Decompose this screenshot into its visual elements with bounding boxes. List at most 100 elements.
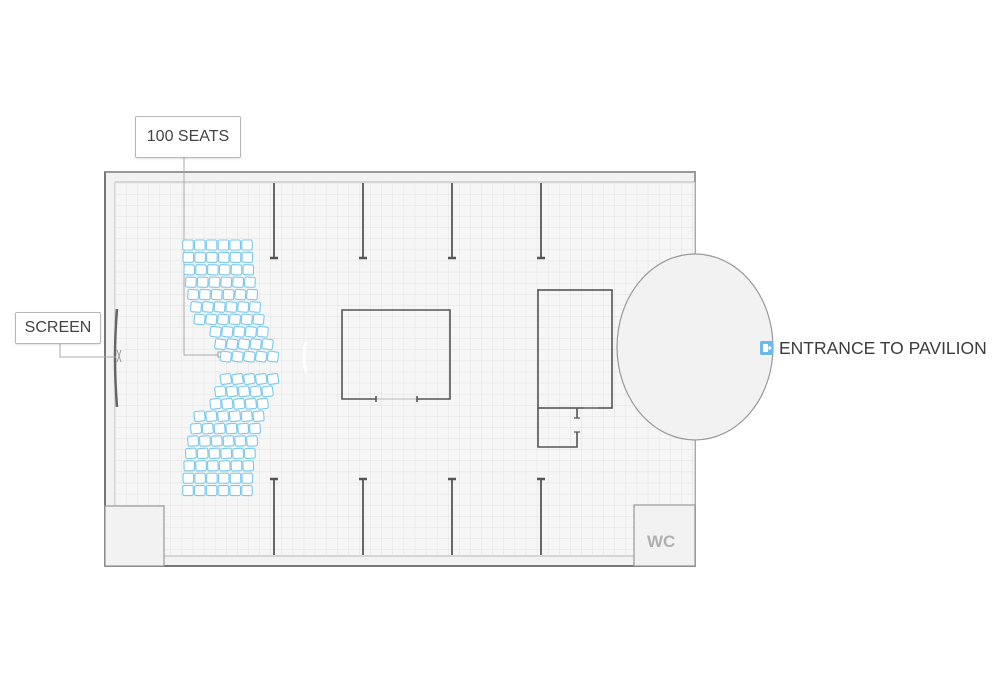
seat[interactable] — [195, 264, 207, 276]
seat[interactable] — [213, 301, 226, 313]
seat[interactable] — [182, 251, 195, 264]
seat[interactable] — [242, 460, 255, 472]
seat[interactable] — [225, 385, 239, 398]
seat[interactable] — [243, 372, 256, 386]
seat[interactable] — [266, 350, 280, 363]
seat[interactable] — [222, 435, 235, 447]
seat[interactable] — [234, 288, 247, 301]
seat[interactable] — [256, 325, 269, 338]
seat[interactable] — [184, 447, 197, 460]
seat[interactable] — [221, 397, 234, 410]
seat[interactable] — [225, 301, 238, 313]
seat[interactable] — [194, 239, 206, 251]
seat[interactable] — [241, 239, 253, 251]
seat[interactable] — [209, 325, 222, 338]
seat[interactable] — [230, 460, 243, 472]
seat[interactable] — [201, 422, 214, 435]
seat[interactable] — [218, 264, 231, 276]
seat[interactable] — [184, 276, 197, 288]
seat[interactable] — [217, 410, 230, 423]
seat[interactable] — [182, 239, 194, 251]
seat[interactable] — [217, 313, 230, 326]
door-entrance-icon[interactable] — [760, 341, 773, 355]
seat[interactable] — [244, 397, 258, 410]
seat[interactable] — [228, 313, 242, 326]
seat[interactable] — [196, 276, 209, 288]
seat[interactable] — [242, 264, 255, 276]
seat[interactable] — [237, 422, 250, 435]
seat[interactable] — [198, 288, 211, 301]
seat[interactable] — [183, 264, 196, 276]
seat[interactable] — [232, 325, 246, 338]
seat[interactable] — [252, 410, 265, 423]
seat[interactable] — [194, 472, 206, 484]
seat[interactable] — [220, 276, 233, 288]
seat[interactable] — [214, 338, 227, 351]
seat[interactable] — [225, 338, 239, 351]
seat[interactable] — [246, 435, 259, 447]
seat[interactable] — [229, 472, 242, 484]
seat[interactable] — [206, 264, 219, 276]
seat[interactable] — [205, 313, 218, 326]
seat[interactable] — [210, 288, 223, 301]
seat[interactable] — [213, 422, 226, 435]
seat[interactable] — [208, 276, 221, 288]
seat[interactable] — [229, 239, 241, 251]
seat[interactable] — [218, 460, 231, 472]
seat[interactable] — [229, 251, 242, 264]
seat[interactable] — [232, 447, 245, 460]
seat[interactable] — [225, 422, 238, 435]
seat[interactable] — [254, 350, 268, 363]
seat[interactable] — [244, 325, 258, 338]
seat[interactable] — [243, 447, 256, 460]
seat[interactable] — [237, 338, 251, 351]
seat[interactable] — [252, 313, 265, 326]
seat[interactable] — [261, 338, 274, 351]
seat[interactable] — [248, 301, 262, 313]
seat[interactable] — [231, 372, 244, 386]
seat[interactable] — [217, 472, 230, 484]
seat[interactable] — [221, 325, 234, 338]
seat[interactable] — [246, 288, 259, 301]
seat[interactable] — [189, 301, 203, 313]
seat[interactable] — [196, 447, 209, 460]
seat[interactable] — [205, 239, 218, 251]
seat[interactable] — [219, 350, 233, 363]
seat[interactable] — [220, 447, 233, 460]
seat[interactable] — [231, 350, 244, 363]
seat[interactable] — [195, 460, 207, 472]
seat[interactable] — [241, 472, 254, 484]
seat[interactable] — [240, 410, 253, 423]
seat[interactable] — [198, 435, 211, 447]
seat[interactable] — [249, 385, 262, 398]
seat[interactable] — [214, 385, 227, 398]
seat[interactable] — [240, 313, 253, 326]
seat[interactable] — [232, 397, 246, 410]
seat[interactable] — [261, 385, 274, 398]
seat[interactable] — [209, 397, 222, 410]
seat[interactable] — [194, 485, 206, 497]
seat[interactable] — [232, 276, 245, 288]
seat[interactable] — [241, 485, 253, 497]
seat[interactable] — [237, 301, 250, 313]
seat[interactable] — [237, 385, 251, 398]
seat[interactable] — [206, 472, 218, 484]
seat[interactable] — [182, 485, 194, 497]
seat[interactable] — [183, 460, 196, 472]
seat[interactable] — [228, 410, 242, 423]
seat[interactable] — [254, 372, 268, 386]
seat[interactable] — [194, 251, 206, 264]
seat[interactable] — [206, 251, 218, 264]
seat[interactable] — [234, 435, 247, 447]
seat[interactable] — [230, 264, 243, 276]
seat[interactable] — [266, 372, 280, 386]
seat[interactable] — [256, 397, 269, 410]
seat[interactable] — [217, 251, 230, 264]
seat[interactable] — [222, 288, 235, 301]
seat[interactable] — [206, 460, 219, 472]
seat[interactable] — [241, 251, 254, 264]
seat[interactable] — [189, 422, 203, 435]
seat[interactable] — [205, 410, 218, 423]
wc-room[interactable] — [633, 504, 696, 567]
seat[interactable] — [193, 410, 206, 423]
